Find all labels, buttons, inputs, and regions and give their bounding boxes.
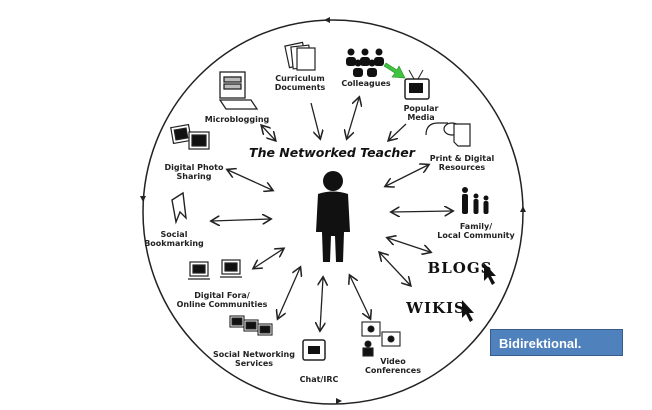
label-wikis: WIKIS	[405, 299, 466, 317]
diagram-title: The Networked Teacher	[249, 145, 416, 160]
label-microblogging: Microblogging	[205, 115, 270, 124]
label-fora: Digital Fora/Online Communities	[177, 291, 268, 309]
fora-icon	[188, 259, 242, 280]
documents-icon	[284, 41, 316, 71]
social-networking-icon	[229, 315, 273, 336]
teacher-figure-icon	[316, 171, 350, 262]
cycle-arrow-right	[520, 206, 526, 212]
photos-icon	[170, 123, 210, 150]
cycle-arrow-bottom	[336, 398, 342, 404]
label-blogs: BLOGS	[428, 259, 493, 277]
bookmark-icon	[171, 191, 187, 225]
cursor-icon	[462, 263, 496, 322]
label-chat: Chat/IRC	[300, 375, 339, 384]
print-resources-icon	[425, 122, 471, 147]
cycle-arrow-top	[324, 17, 330, 23]
green-arrow-icon	[383, 62, 406, 79]
label-family: Family/Local Community	[437, 222, 515, 240]
label-colleagues: Colleagues	[341, 79, 391, 88]
cycle-arrow-left	[140, 196, 146, 202]
tv-icon	[404, 69, 430, 100]
bidirectional-callout: Bidirektional.	[490, 329, 623, 356]
computer-icon	[218, 71, 259, 110]
chat-icon	[302, 339, 326, 361]
connection-arrows	[212, 98, 452, 330]
video-conference-icon	[361, 321, 401, 357]
colleagues-icon	[346, 48, 384, 77]
family-icon	[462, 187, 489, 214]
